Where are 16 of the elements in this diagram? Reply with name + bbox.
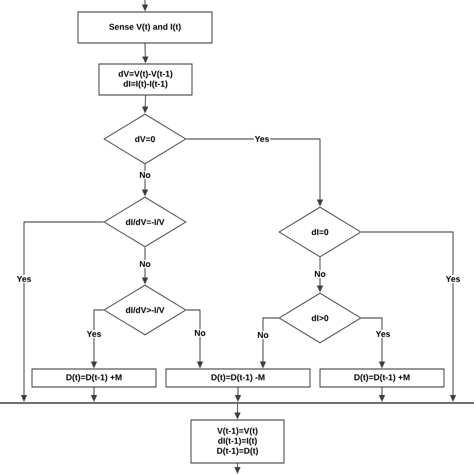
process-box: V(t-1)=V(t) dI(t-1)=I(t) D(t-1)=D(t) — [190, 420, 284, 464]
edge-label: No — [138, 171, 152, 179]
process-box: D(t)=D(t-1) -M — [166, 368, 310, 388]
process-box: Sense V(t) and I(t) — [78, 12, 212, 44]
process-box: dV=V(t)-V(t-1) dI=I(t)-I(t-1) — [98, 64, 192, 96]
edge-label: Yes — [254, 135, 270, 143]
process-box: D(t)=D(t-1) +M — [320, 368, 444, 388]
edge-label: Yes — [374, 330, 392, 338]
edge-label: Yes — [444, 275, 462, 283]
edge-label: Yes — [16, 275, 32, 283]
edge-label: No — [138, 260, 152, 268]
edge-label: Yes — [86, 330, 102, 338]
edge-label: No — [193, 329, 207, 337]
process-box: D(t)=D(t-1) +M — [32, 368, 156, 388]
edge-label: No — [313, 270, 327, 278]
edge-label: No — [256, 331, 270, 339]
